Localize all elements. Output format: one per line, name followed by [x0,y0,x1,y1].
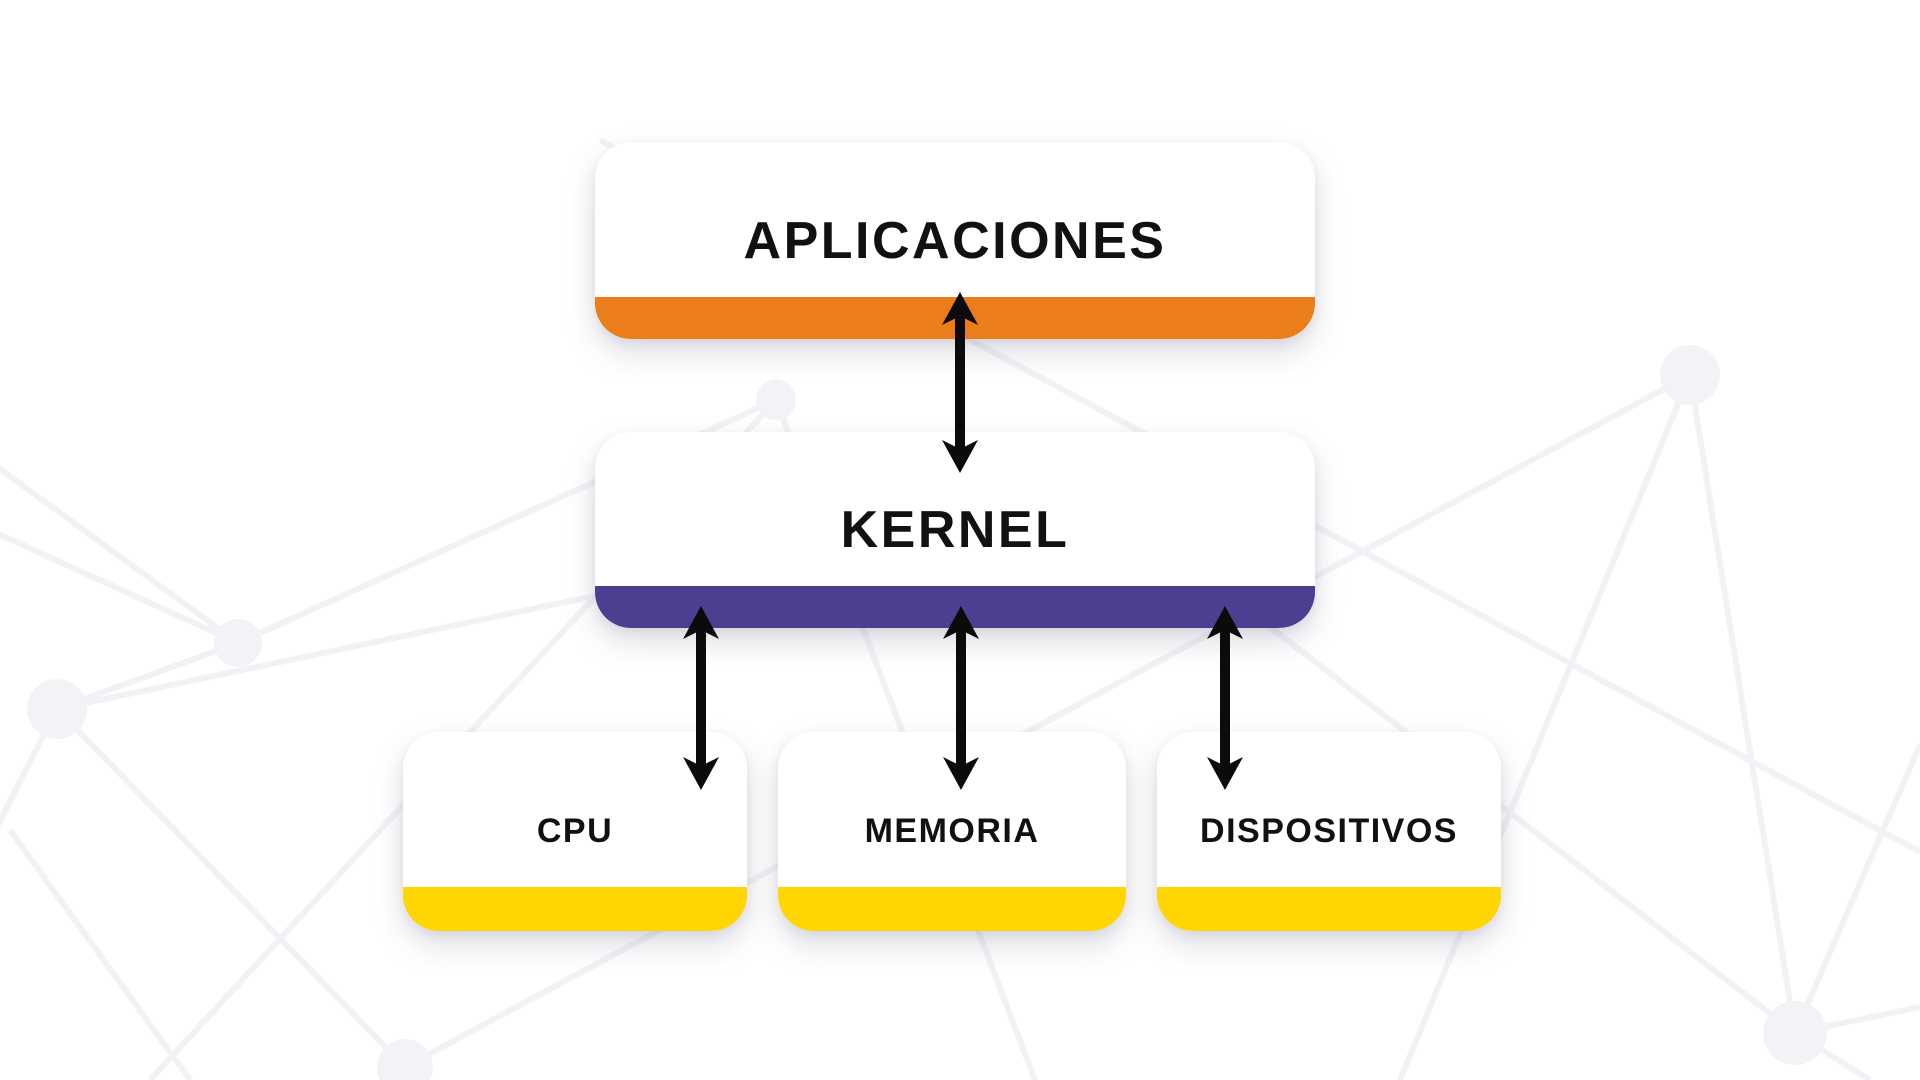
node-cpu-label: CPU [536,812,614,850]
node-memoria: MEMORIA [778,732,1126,931]
network-node [756,380,796,420]
node-kernel-accent-bar [595,586,1315,628]
network-node [214,619,262,667]
node-cpu: CPU [403,732,747,931]
node-aplicaciones-accent-bar [595,297,1315,339]
node-memoria-label: MEMORIA [864,812,1040,850]
node-aplicaciones: APLICACIONES [595,142,1315,339]
node-kernel-label: KERNEL [840,501,1070,559]
node-cpu-accent-bar [403,887,747,931]
network-node [1660,345,1720,405]
node-dispositivos: DISPOSITIVOS [1157,732,1501,931]
node-kernel: KERNEL [595,432,1315,628]
node-dispositivos-accent-bar [1157,887,1501,931]
network-node [377,1039,433,1080]
network-node [27,679,87,739]
node-memoria-accent-bar [778,887,1126,931]
node-aplicaciones-label: APLICACIONES [743,211,1167,270]
node-dispositivos-label: DISPOSITIVOS [1200,812,1458,850]
network-node [1763,1001,1827,1065]
